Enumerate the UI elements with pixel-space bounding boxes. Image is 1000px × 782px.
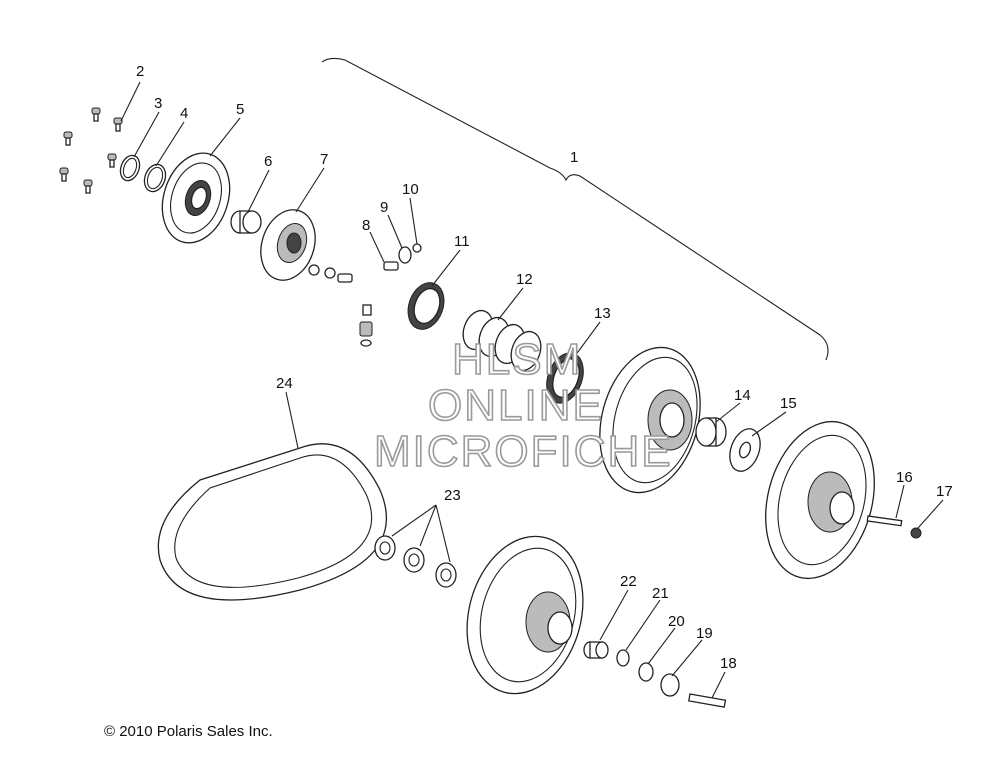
callout-23: 23 — [444, 487, 461, 504]
sheave-bushing — [695, 417, 727, 447]
roller-assembly-small — [359, 304, 373, 347]
copyright-text: © 2010 Polaris Sales Inc. — [104, 723, 273, 740]
callout-11: 11 — [454, 233, 470, 250]
callout-6: 6 — [264, 153, 272, 170]
lower-sheave — [466, 535, 584, 695]
callout-14: 14 — [734, 387, 751, 404]
watermark-line-3: MICROFICHE — [374, 427, 673, 476]
nut-bolt — [308, 264, 353, 283]
washer-21 — [616, 649, 630, 667]
callout-13: 13 — [594, 305, 611, 322]
snap-ring — [119, 154, 141, 182]
callout-22: 22 — [620, 573, 637, 590]
watermark: HLSM ONLINE MICROFICHE — [373, 334, 673, 477]
shim-washers — [374, 535, 457, 588]
callout-10: 10 — [402, 181, 419, 198]
washer-20 — [638, 662, 654, 682]
assembly-bracket — [321, 57, 829, 361]
callout-21: 21 — [652, 585, 669, 602]
spring — [462, 309, 542, 372]
roller — [398, 246, 412, 264]
washer-19 — [660, 673, 680, 697]
callout-4: 4 — [180, 105, 188, 122]
callout-1: 1 — [570, 149, 578, 166]
washer-ring — [143, 163, 167, 193]
callout-7: 7 — [320, 151, 328, 168]
bolt — [688, 693, 727, 708]
lower-bushing — [583, 641, 609, 659]
callout-5: 5 — [236, 101, 244, 118]
callout-18: 18 — [720, 655, 737, 672]
callout-labels: 1 2 3 4 5 6 7 8 9 10 11 12 13 14 15 16 1… — [136, 63, 953, 672]
pin — [866, 515, 903, 527]
thrust-washer — [729, 428, 761, 472]
nut — [910, 527, 922, 539]
retaining-ring — [546, 352, 584, 404]
callout-17: 17 — [936, 483, 953, 500]
callout-20: 20 — [668, 613, 685, 630]
callout-16: 16 — [896, 469, 913, 486]
bushing — [230, 210, 262, 234]
leader-lines — [120, 81, 944, 699]
callout-24: 24 — [276, 375, 293, 392]
callout-12: 12 — [516, 271, 533, 288]
callout-19: 19 — [696, 625, 713, 642]
spider-cam — [260, 209, 316, 281]
screw-set — [59, 107, 123, 194]
drive-belt — [157, 443, 388, 601]
cover-plate — [161, 152, 231, 244]
callout-8: 8 — [362, 217, 370, 234]
callout-2: 2 — [136, 63, 144, 80]
watermark-line-1: HLSM — [452, 335, 582, 384]
seal-ring — [407, 282, 445, 330]
watermark-line-2: ONLINE — [428, 381, 604, 430]
roller-washer — [412, 243, 422, 253]
callout-9: 9 — [380, 199, 388, 216]
fixed-sheave-fins — [765, 420, 875, 580]
roller-pin — [383, 261, 399, 271]
callout-15: 15 — [780, 395, 797, 412]
moveable-sheave — [599, 346, 701, 494]
callout-3: 3 — [154, 95, 162, 112]
